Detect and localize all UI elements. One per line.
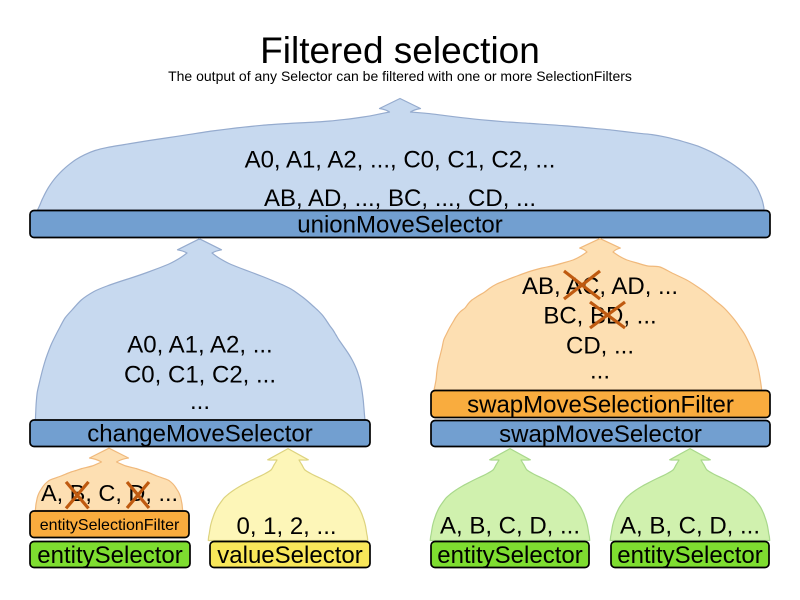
svg-text:BC, BD, ...: BC, BD, ... (543, 302, 656, 329)
svg-text:...: ... (590, 358, 610, 385)
svg-text:Filtered selection: Filtered selection (260, 30, 540, 71)
svg-text:swapMoveSelector: swapMoveSelector (499, 421, 702, 448)
svg-text:AB, AC, AD, ...: AB, AC, AD, ... (522, 273, 678, 300)
svg-text:valueSelector: valueSelector (217, 542, 362, 569)
svg-text:AB, AD, ..., BC, ..., CD, ...: AB, AD, ..., BC, ..., CD, ... (264, 185, 536, 212)
svg-text:swapMoveSelectionFilter: swapMoveSelectionFilter (467, 391, 734, 418)
svg-text:...: ... (190, 388, 210, 415)
svg-text:entitySelectionFilter: entitySelectionFilter (40, 517, 180, 534)
svg-text:C0, C1, C2, ...: C0, C1, C2, ... (124, 362, 276, 389)
svg-text:CD, ...: CD, ... (566, 332, 634, 359)
svg-text:The output of any Selector can: The output of any Selector can be filter… (168, 68, 632, 84)
svg-text:A, B, C, D, ...: A, B, C, D, ... (41, 480, 178, 506)
svg-text:A0, A1, A2, ...: A0, A1, A2, ... (127, 332, 272, 359)
svg-text:entitySelector: entitySelector (37, 542, 182, 569)
svg-text:A0, A1, A2, ..., C0, C1, C2, .: A0, A1, A2, ..., C0, C1, C2, ... (245, 147, 556, 174)
svg-text:entitySelector: entitySelector (617, 542, 762, 569)
svg-text:entitySelector: entitySelector (437, 542, 582, 569)
svg-text:0, 1, 2, ...: 0, 1, 2, ... (236, 513, 336, 540)
svg-text:A, B, C, D, ...: A, B, C, D, ... (440, 513, 580, 540)
svg-text:unionMoveSelector: unionMoveSelector (297, 211, 502, 238)
svg-text:A, B, C, D, ...: A, B, C, D, ... (620, 513, 760, 540)
svg-text:changeMoveSelector: changeMoveSelector (87, 421, 312, 448)
